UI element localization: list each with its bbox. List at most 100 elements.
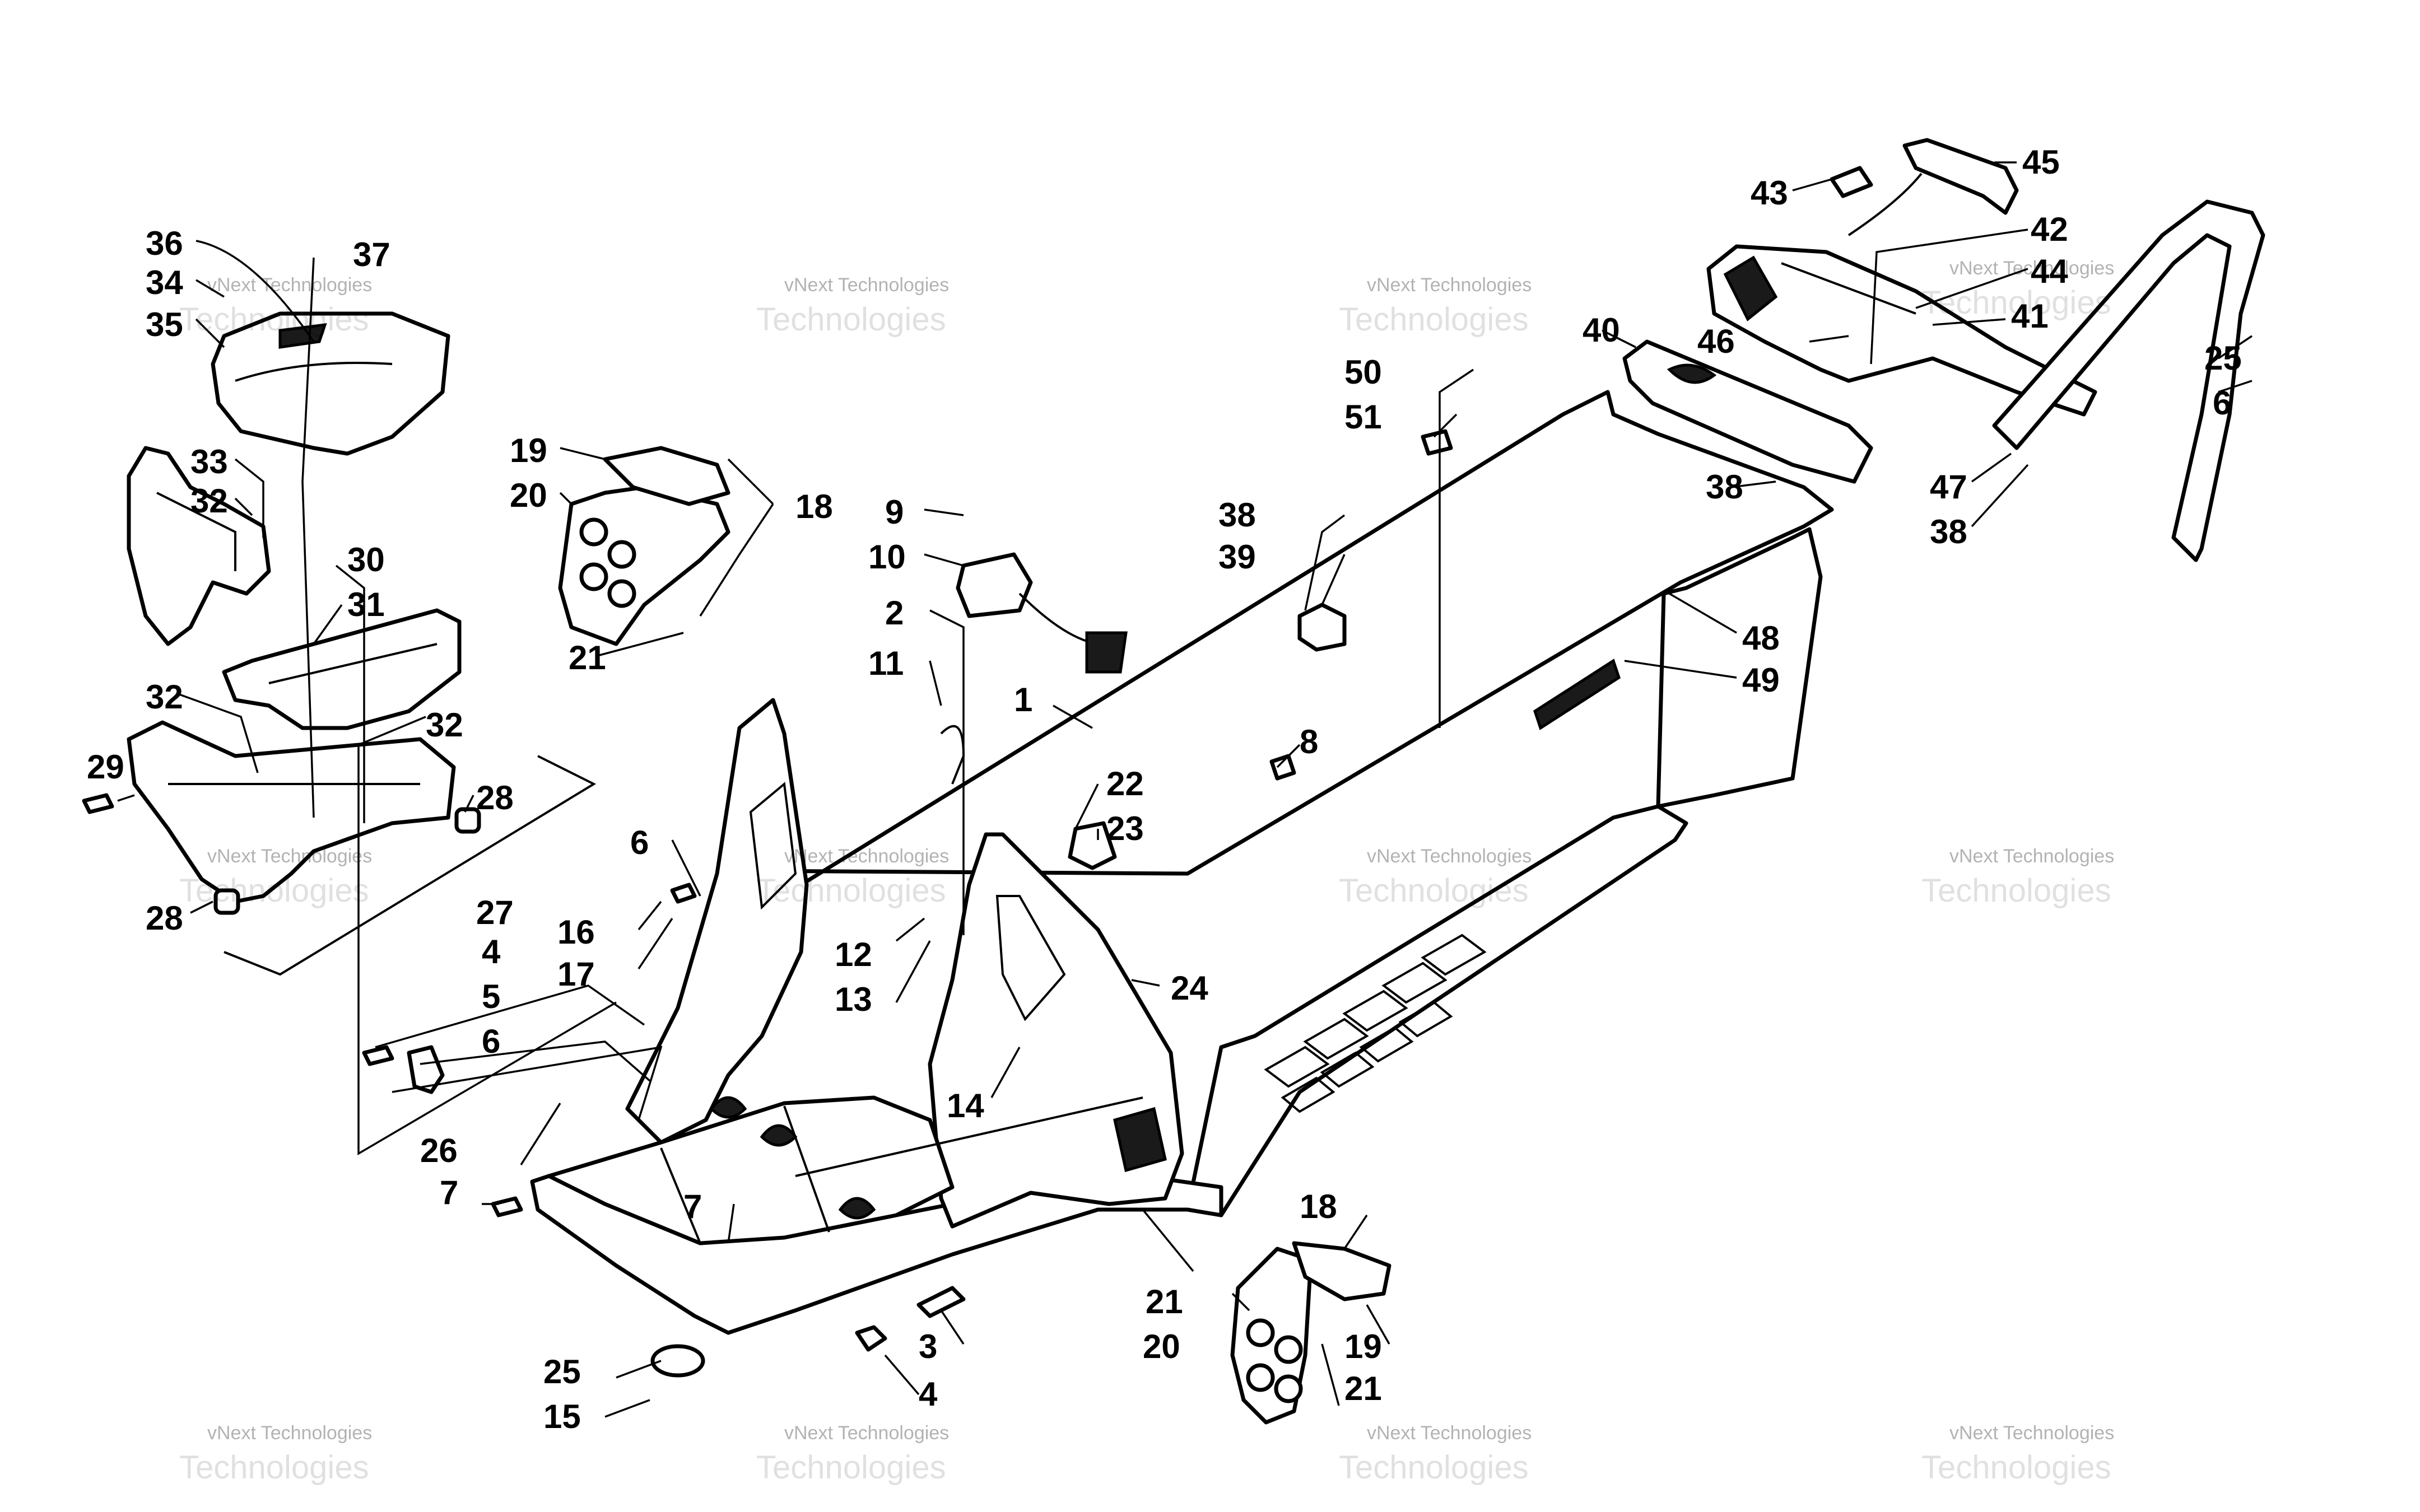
callout-29: 29 — [87, 748, 124, 786]
callout-6: 6 — [2213, 384, 2231, 422]
tower-window-right — [995, 895, 1066, 1021]
callout-23: 23 — [1106, 810, 1144, 847]
callout-42: 42 — [2031, 211, 2068, 248]
callout-6: 6 — [482, 1023, 500, 1060]
voltage-regulator-10 — [956, 552, 1128, 674]
footwell-insert — [1113, 1107, 1167, 1173]
callout-38: 38 — [1218, 496, 1256, 534]
callout-28: 28 — [146, 899, 183, 937]
callout-39: 39 — [1218, 538, 1256, 576]
callout-49: 49 — [1742, 661, 1780, 699]
watermark-text: Technologies — [756, 872, 946, 909]
callout-2: 2 — [885, 594, 904, 632]
watermark-text: vNext Technologies — [784, 274, 949, 296]
watermark-text: Technologies — [1339, 301, 1529, 338]
callout-1: 1 — [1014, 681, 1032, 718]
callout-9: 9 — [885, 493, 904, 531]
left-bulkhead-tower — [625, 698, 809, 1145]
callout-16: 16 — [557, 913, 595, 951]
tunnel-side-panel — [1656, 527, 1823, 809]
callout-43: 43 — [1751, 174, 1788, 212]
callout-labels: 36 37 34 35 33 32 30 31 32 32 29 28 28 2… — [87, 143, 2242, 1435]
rear-flap-40 — [1622, 339, 1873, 484]
callout-8: 8 — [1300, 723, 1318, 760]
callout-32: 32 — [146, 678, 183, 716]
callout-7: 7 — [440, 1174, 458, 1211]
tower-window-left — [749, 782, 797, 910]
bracket-grommet-b — [213, 888, 240, 915]
callout-37: 37 — [353, 236, 390, 273]
callout-38: 38 — [1930, 513, 1967, 550]
callout-51: 51 — [1344, 398, 1382, 436]
group-bracket-27 — [224, 755, 597, 976]
callout-18: 18 — [795, 488, 833, 525]
watermark-text: Technologies — [179, 1449, 369, 1486]
leader-lines — [117, 161, 2253, 1418]
running-board — [1185, 804, 1688, 1217]
handle-link — [1847, 172, 1923, 236]
watermark-text: vNext Technologies — [207, 1422, 372, 1444]
right-bulkhead-tower — [928, 832, 1184, 1229]
callout-41: 41 — [2011, 297, 2049, 335]
watermark-text: Technologies — [179, 301, 369, 338]
bolts — [82, 793, 966, 1352]
floor-grommet-1 — [709, 1096, 747, 1119]
steering-post-support-30 — [222, 608, 462, 730]
reflector-43 — [1830, 166, 1873, 198]
callout-12: 12 — [835, 936, 872, 973]
callout-30: 30 — [347, 541, 385, 578]
splash-guard-upper — [558, 446, 730, 646]
callout-48: 48 — [1742, 619, 1780, 657]
watermark-text: vNext Technologies — [784, 1422, 949, 1444]
callout-21: 21 — [1146, 1283, 1183, 1320]
callout-6: 6 — [630, 824, 649, 861]
clip-8 — [1269, 754, 1296, 781]
callout-34: 34 — [146, 264, 183, 301]
callout-4: 4 — [919, 1375, 938, 1413]
bracket-23 — [1068, 821, 1117, 870]
callout-32: 32 — [190, 482, 228, 520]
chassis-frame — [530, 390, 1834, 1335]
callout-31: 31 — [347, 586, 385, 623]
callout-15: 15 — [543, 1398, 581, 1435]
callout-18: 18 — [1300, 1188, 1337, 1225]
callout-21: 21 — [1344, 1370, 1382, 1407]
callout-22: 22 — [1106, 765, 1144, 802]
grab-handle-45 — [1902, 138, 2019, 215]
watermark-text: vNext Technologies — [1367, 1422, 1532, 1444]
callout-35: 35 — [146, 306, 183, 343]
callout-21: 21 — [569, 639, 606, 676]
callout-19: 19 — [1344, 1328, 1382, 1365]
lower-bracket-27 — [127, 720, 456, 904]
floor-grommet-3 — [838, 1197, 876, 1220]
callout-25: 25 — [2204, 339, 2242, 377]
callout-5: 5 — [482, 978, 500, 1015]
callout-50: 50 — [1344, 353, 1382, 391]
callout-40: 40 — [1583, 311, 1620, 349]
callout-45: 45 — [2022, 143, 2060, 181]
callout-13: 13 — [835, 981, 872, 1018]
watermark-text: vNext Technologies — [207, 846, 372, 867]
strap-11 — [940, 725, 965, 785]
callout-20: 20 — [510, 477, 547, 514]
callout-47: 47 — [1930, 468, 1967, 506]
watermark-text: Technologies — [179, 872, 369, 909]
callout-11: 11 — [868, 645, 904, 682]
watermark-text: vNext Technologies — [1949, 1422, 2114, 1444]
callout-14: 14 — [947, 1087, 984, 1124]
callout-46: 46 — [1697, 323, 1735, 360]
plug-15 — [650, 1344, 705, 1378]
callout-19: 19 — [510, 432, 547, 469]
callout-24: 24 — [1171, 969, 1208, 1007]
watermark-text: Technologies — [756, 1449, 946, 1486]
callout-17: 17 — [557, 955, 595, 993]
callout-27: 27 — [476, 894, 514, 931]
callout-4: 4 — [482, 933, 501, 970]
watermark-text: vNext Technologies — [1367, 274, 1532, 296]
side-decal — [1533, 659, 1621, 730]
running-board-holes — [1264, 934, 1487, 1113]
callout-28: 28 — [476, 779, 514, 816]
callout-20: 20 — [1143, 1328, 1180, 1365]
callout-7: 7 — [683, 1188, 702, 1225]
